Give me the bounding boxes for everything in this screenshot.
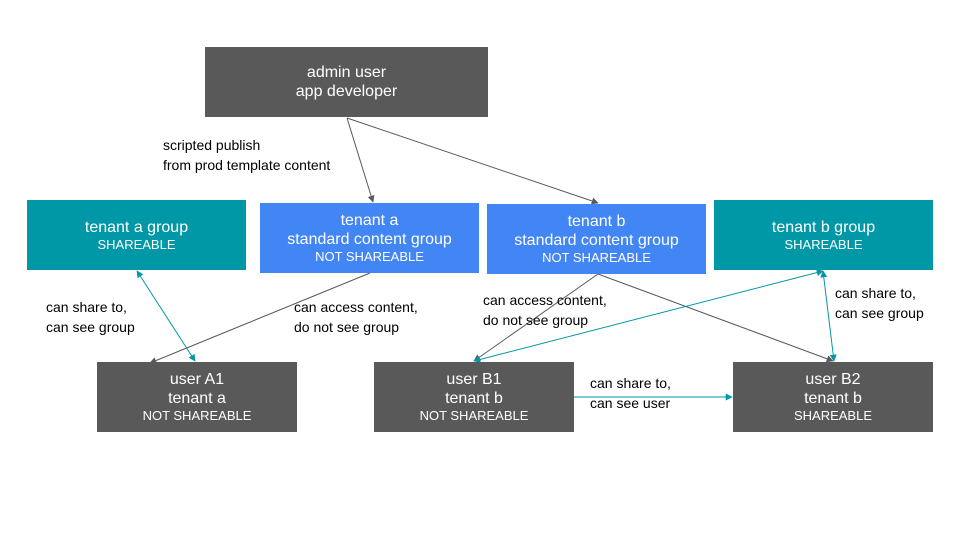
node-tenant-b-std-title: tenant b — [567, 213, 626, 230]
node-tenant-a-standard-group: tenant a standard content group NOT SHAR… — [260, 203, 479, 273]
node-tenant-b-group-title: tenant b group — [771, 218, 876, 236]
node-tenant-a-group-title: tenant a group — [84, 218, 189, 236]
node-user-b2: user B2 tenant b SHAREABLE — [733, 362, 933, 432]
label-tenant-a-share-line2: can see group — [46, 319, 135, 335]
label-scripted-publish-line2: from prod template content — [163, 157, 331, 173]
node-tenant-a-std-title: tenant a — [340, 212, 399, 229]
edge-admin-to-tenant-a-std — [346, 117, 375, 203]
node-tenant-b-std-status: NOT SHAREABLE — [542, 250, 651, 265]
label-tenant-b-access: can access content, do not see group — [483, 290, 607, 330]
node-user-b1: user B1 tenant b NOT SHAREABLE — [374, 362, 574, 432]
node-user-a1-title: user A1 — [169, 371, 225, 388]
node-tenant-b-std-subtitle: standard content group — [514, 232, 679, 249]
label-scripted-publish-line1: scripted publish — [163, 137, 261, 153]
node-user-b1-tenant: tenant b — [445, 390, 503, 407]
node-user-b2-status: SHAREABLE — [793, 408, 873, 423]
edge-tenant-b-group-user-b2 — [820, 270, 837, 362]
node-tenant-a-group: tenant a group SHAREABLE — [27, 200, 246, 270]
label-b1-b2-share: can share to, can see user — [590, 373, 671, 413]
label-tenant-a-access: can access content, do not see group — [294, 297, 418, 337]
label-tenant-a-access-line1: can access content, — [294, 299, 418, 315]
node-user-b1-title: user B1 — [446, 371, 502, 388]
label-tenant-a-share: can share to, can see group — [46, 297, 135, 337]
node-user-b2-tenant: tenant b — [804, 390, 862, 407]
label-scripted-publish: scripted publish from prod template cont… — [163, 135, 330, 175]
node-user-b1-status: NOT SHAREABLE — [419, 408, 529, 423]
edge-admin-to-tenant-b-std — [346, 117, 599, 205]
node-user-a1: user A1 tenant a NOT SHAREABLE — [97, 362, 297, 432]
node-admin-user-title: admin user — [306, 64, 387, 81]
edge-tenant-b-std-to-user-b2 — [597, 273, 834, 363]
label-tenant-b-access-line2: do not see group — [483, 312, 589, 328]
node-tenant-b-group: tenant b group SHAREABLE — [714, 200, 933, 270]
node-admin-user-role: app developer — [295, 83, 398, 100]
node-tenant-a-std-subtitle: standard content group — [287, 231, 452, 248]
node-user-a1-tenant: tenant a — [168, 390, 226, 407]
node-tenant-b-standard-group: tenant b standard content group NOT SHAR… — [487, 204, 706, 274]
label-tenant-b-share-line2: can see group — [835, 305, 924, 321]
label-tenant-b-share: can share to, can see group — [835, 283, 924, 323]
edge-tenant-b-group-user-b1 — [473, 269, 824, 363]
label-tenant-b-share-line1: can share to, — [835, 285, 916, 301]
label-b1-b2-share-line1: can share to, — [590, 375, 671, 391]
node-tenant-a-std-status: NOT SHAREABLE — [315, 249, 424, 264]
node-user-a1-status: NOT SHAREABLE — [142, 408, 252, 423]
label-tenant-a-share-line1: can share to, — [46, 299, 127, 315]
node-tenant-a-group-status: SHAREABLE — [97, 236, 176, 252]
edge-tenant-a-std-to-user-a1 — [149, 272, 371, 364]
label-b1-b2-share-line2: can see user — [590, 395, 671, 411]
edge-tenant-a-group-user-a1 — [136, 270, 196, 362]
label-tenant-a-access-line2: do not see group — [294, 319, 400, 335]
label-tenant-b-access-line1: can access content, — [483, 292, 607, 308]
node-tenant-b-group-status: SHAREABLE — [784, 236, 863, 252]
node-admin-user: admin user app developer — [205, 47, 488, 117]
node-user-b2-title: user B2 — [805, 371, 861, 388]
